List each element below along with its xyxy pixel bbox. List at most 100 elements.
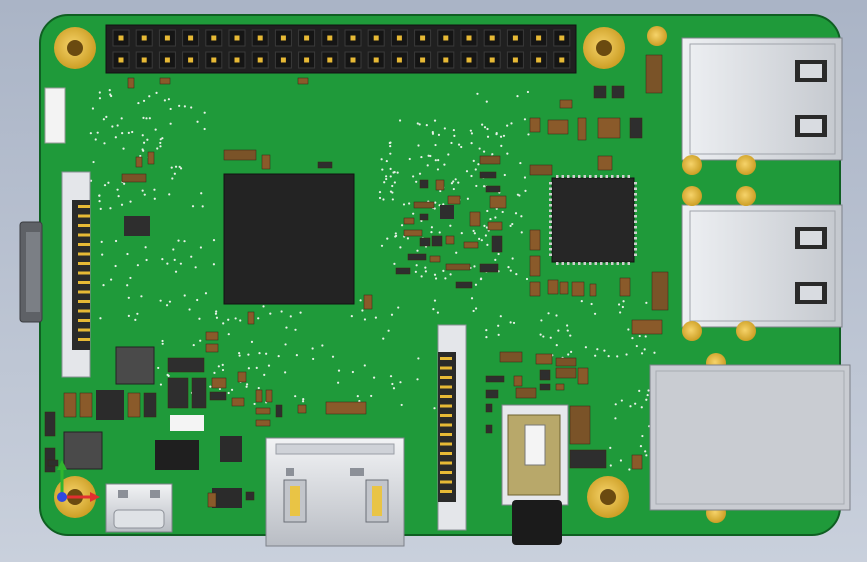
silk-dot (161, 257, 164, 261)
silk-dot (114, 264, 117, 268)
silk-dot (385, 159, 388, 163)
silk-dot (442, 269, 445, 272)
silk-dot (603, 349, 606, 352)
silk-dot (285, 326, 288, 329)
silk-dot (363, 318, 367, 321)
silk-dot (141, 134, 144, 137)
csi-pin (440, 385, 452, 389)
smd-component (265, 389, 273, 403)
silk-dot (527, 133, 530, 136)
silk-dot (123, 182, 126, 185)
silk-dot (153, 197, 156, 200)
mounting-hole-top-right (583, 27, 625, 69)
lan-pin (583, 175, 586, 178)
silk-dot (129, 276, 132, 280)
silk-dot (640, 406, 643, 409)
silk-dot (644, 450, 647, 453)
silk-dot (179, 167, 183, 170)
test-pad-top (647, 26, 667, 46)
gpio-pin-tip (118, 35, 124, 41)
silk-dot (391, 198, 394, 201)
silk-dot (646, 393, 649, 397)
smd-component (485, 375, 505, 383)
smd-component (419, 213, 429, 221)
silk-dot (194, 266, 197, 269)
smd-component (455, 281, 473, 289)
silk-dot (389, 167, 392, 170)
silk-dot (438, 231, 441, 234)
lan-pin (549, 242, 552, 245)
silk-dot (497, 324, 500, 327)
silk-dot (638, 389, 641, 392)
silk-dot (555, 344, 558, 347)
silk-dot (321, 344, 324, 347)
silk-dot (168, 300, 172, 303)
smd-component (535, 353, 553, 365)
silk-dot (479, 277, 483, 280)
silk-dot (173, 258, 176, 261)
csi-pin (440, 366, 452, 370)
silk-dot (426, 164, 429, 167)
silk-dot (486, 209, 489, 213)
silk-dot (617, 303, 621, 306)
silk-dot (454, 178, 457, 181)
silk-dot (294, 395, 297, 398)
silk-dot (499, 135, 503, 138)
silk-dot (91, 107, 95, 110)
smd-component (191, 377, 207, 409)
lan-pin (549, 204, 552, 207)
smd-component (237, 371, 247, 383)
silk-dot (645, 398, 648, 401)
silk-dot (394, 234, 398, 237)
silk-dot (159, 299, 162, 302)
silk-dot (638, 334, 641, 338)
silk-dot (212, 239, 216, 242)
silk-dot (625, 353, 628, 356)
silk-dot (590, 302, 593, 306)
silk-dot (127, 314, 130, 317)
silk-dot (89, 132, 92, 135)
silk-dot (557, 329, 560, 332)
gpio-pin-tip (141, 35, 147, 41)
lan-pin (634, 204, 637, 207)
silk-dot (390, 313, 394, 316)
gpio-pin-tip (489, 35, 495, 41)
chip-bottom-center (212, 488, 242, 508)
gpio-pin-tip (234, 35, 240, 41)
silk-dot (134, 318, 137, 321)
silk-dot (391, 184, 394, 188)
smd-component (275, 404, 283, 418)
smd-component (431, 235, 443, 247)
silk-dot (114, 239, 118, 243)
silk-dot (566, 324, 569, 327)
gpio-pin-tip (536, 57, 542, 63)
silk-dot (452, 187, 455, 191)
smd-component (529, 164, 553, 176)
lan-pin (549, 220, 552, 223)
csi-pin (440, 490, 452, 493)
smd-component (297, 77, 309, 85)
silk-dot (126, 252, 129, 256)
smd-component (127, 392, 141, 418)
silk-dot (385, 175, 388, 178)
silk-dot (363, 364, 366, 367)
silk-dot (486, 127, 489, 131)
silk-dot (512, 321, 516, 325)
small-chip-left (124, 216, 150, 236)
silk-dot (399, 246, 402, 249)
smd-component (135, 156, 143, 168)
silk-dot (389, 145, 392, 148)
silk-dot (98, 194, 101, 197)
silk-dot (418, 123, 421, 126)
silk-dot (383, 181, 386, 184)
silk-dot (619, 311, 622, 314)
silk-dot (566, 329, 569, 332)
silk-dot (217, 365, 220, 368)
gpio-pin-tip (164, 57, 170, 63)
lan-pin (578, 262, 581, 265)
lan-pin (616, 175, 619, 178)
silk-dot (392, 171, 395, 174)
smd-component (529, 229, 541, 251)
silk-dot (614, 417, 617, 420)
silk-dot (616, 355, 619, 358)
